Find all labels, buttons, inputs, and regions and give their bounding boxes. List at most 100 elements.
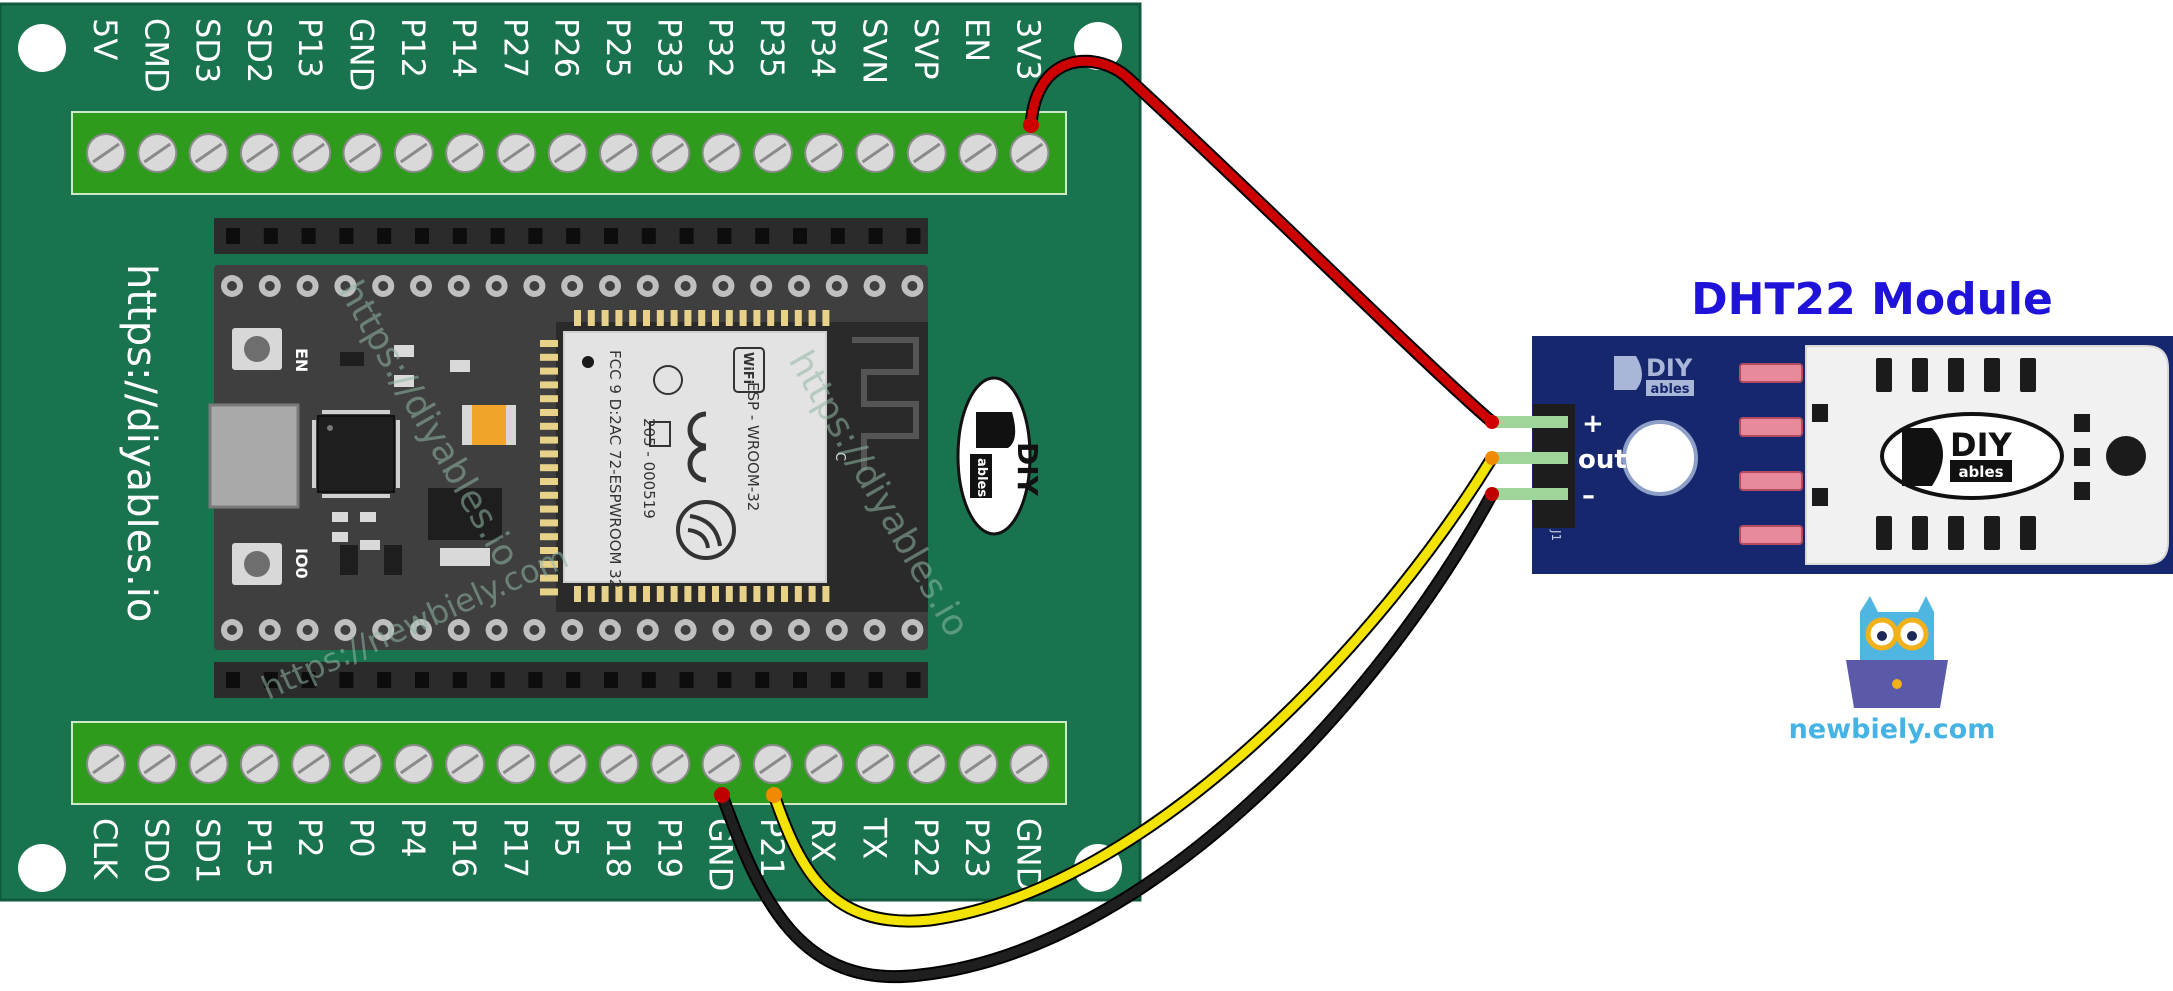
module-fcc-line: FCC 9 D:2AC 72-ESPWROOM 32	[606, 350, 624, 588]
pin-label: P4	[394, 818, 432, 858]
board-logo-bottom: ables	[974, 458, 989, 497]
terminal-screw	[547, 744, 588, 784]
espressif-logo	[676, 500, 736, 560]
header-hole	[377, 228, 392, 244]
pin-label: P13	[291, 18, 329, 78]
sensor-mounting-hole	[1622, 420, 1698, 496]
pin-label: CLK	[86, 818, 124, 880]
terminal-screw	[188, 133, 229, 173]
terminal-screw	[547, 133, 588, 173]
header-hole	[528, 672, 543, 688]
wires	[714, 54, 1499, 984]
housing-slot	[1948, 358, 1964, 392]
housing-slot	[1984, 516, 2000, 550]
terminal-screw	[752, 744, 793, 784]
terminal-screw	[86, 133, 126, 173]
board-diyables-logo: DIY ables	[956, 376, 1044, 536]
housing-slot	[1876, 516, 1892, 550]
terminal-screw	[855, 133, 896, 173]
header-hole	[793, 672, 807, 688]
pin-label: GND	[1009, 818, 1047, 891]
terminal-screw	[137, 744, 178, 784]
terminal-screw	[445, 744, 486, 784]
pin-label: P16	[445, 818, 483, 878]
io0-button[interactable]	[232, 543, 282, 585]
housing-logo-top: DIY	[1950, 426, 2012, 464]
wifi-badge: WiFi	[733, 347, 765, 393]
header-hole	[263, 228, 278, 244]
housing-slot	[1912, 516, 1928, 550]
header-hole	[415, 672, 429, 688]
pin-label-minus: –	[1582, 481, 1595, 511]
terminal-screw	[1009, 744, 1050, 784]
sensor-logo-bottom: ables	[1650, 382, 1689, 397]
dht22-module: DHT22 Module DIY ables + out – J1	[1492, 274, 2173, 574]
pin-label-plus: +	[1582, 409, 1604, 439]
header-hole	[452, 672, 467, 688]
terminal-screw	[599, 133, 639, 173]
header-hole	[490, 228, 505, 244]
pin-label: SVN	[856, 18, 894, 84]
pin-label: SD3	[189, 18, 227, 83]
pin-label: SD2	[240, 18, 278, 83]
header-hole	[793, 228, 807, 244]
header-hole	[339, 672, 354, 688]
header-hole	[339, 228, 354, 244]
pin-label: EN	[958, 18, 996, 62]
board-url: https://diyables.io	[118, 264, 164, 622]
terminal-screw	[804, 744, 845, 784]
pin-label: SD1	[189, 818, 227, 883]
terminal-screw	[752, 133, 793, 173]
voltage-regulator	[428, 488, 502, 540]
smd-components	[332, 345, 490, 566]
pin-label: RX	[804, 818, 842, 862]
pin-label: P12	[394, 18, 432, 78]
header-hole	[301, 228, 316, 244]
module-code-line: 205 - 000519	[640, 418, 658, 519]
housing-diyables-logo: DIY ables	[1880, 412, 2064, 500]
pin-label: P23	[958, 818, 996, 878]
header-hole	[528, 228, 543, 244]
header-hole	[906, 672, 921, 688]
housing-slot	[2020, 516, 2036, 550]
terminal-screw	[701, 133, 742, 173]
housing-slot	[1984, 358, 2000, 392]
header-hole	[377, 672, 392, 688]
sensor-title: DHT22 Module	[1691, 274, 2053, 325]
pin-label: P15	[240, 818, 278, 878]
terminal-screw	[906, 744, 947, 784]
housing-slot	[1812, 488, 1828, 506]
housing-slot	[2020, 358, 2036, 392]
terminal-screw	[137, 133, 178, 173]
housing-slot	[2074, 482, 2090, 500]
pin-label: P18	[599, 818, 637, 878]
header-hole	[490, 672, 505, 688]
io0-button-label: IO0	[292, 548, 311, 579]
terminal-screw	[393, 133, 434, 173]
newbiely-logo: newbiely.com	[1789, 596, 1995, 745]
antenna-trace	[852, 337, 919, 470]
pin-label: P14	[445, 18, 483, 78]
en-button[interactable]	[232, 328, 282, 370]
terminal-screw	[804, 133, 845, 173]
terminal-screw	[445, 133, 486, 173]
terminal-screw	[906, 133, 947, 173]
pin-label: SD0	[137, 818, 175, 883]
pin-label: TX	[856, 817, 894, 859]
pin-label: P19	[650, 818, 688, 878]
header-hole	[604, 228, 618, 244]
terminal-screw	[239, 744, 280, 784]
header-hole	[226, 228, 240, 244]
svg-text:WiFi: WiFi	[740, 352, 755, 384]
pin-label: CMD	[137, 18, 175, 93]
usb-port	[208, 403, 300, 509]
terminal-screw	[958, 133, 999, 173]
pin-label-out: out	[1578, 445, 1627, 475]
terminal-screw	[342, 744, 383, 784]
terminal-screw	[393, 744, 434, 784]
header-hole	[415, 228, 429, 244]
header-hole	[301, 672, 316, 688]
housing-slot	[1912, 358, 1928, 392]
